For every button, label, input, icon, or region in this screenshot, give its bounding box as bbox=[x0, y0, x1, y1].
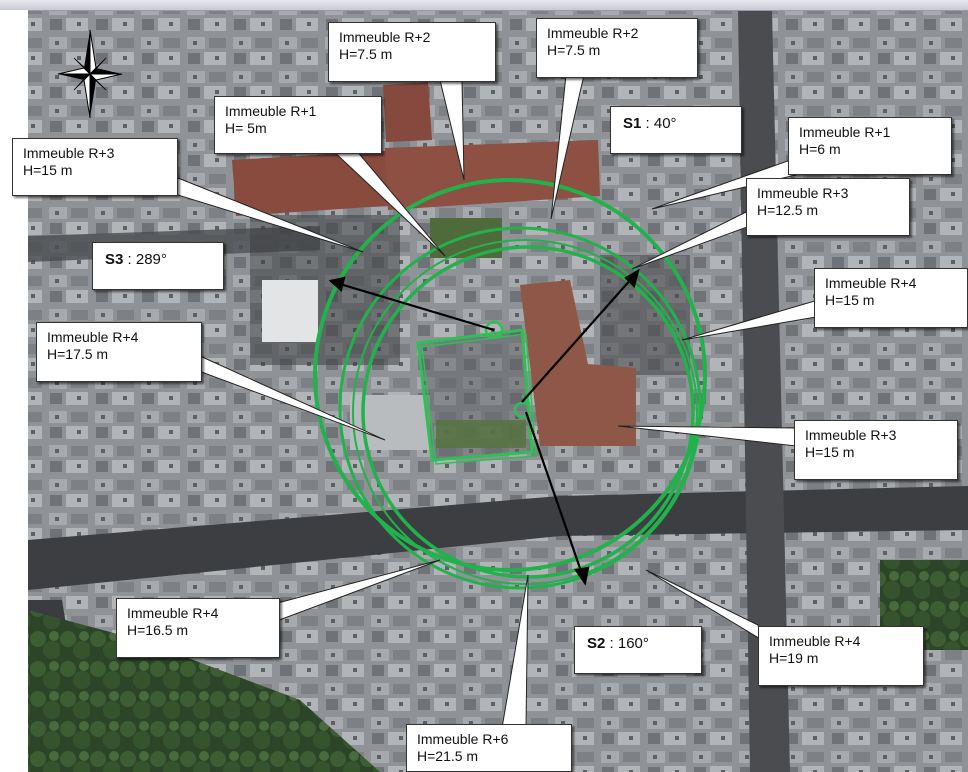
building-label-height: H=12.5 m bbox=[757, 202, 819, 218]
sector-label-s2: S2 : 160° bbox=[574, 626, 702, 674]
sector-label-s3: S3 : 289° bbox=[92, 242, 224, 290]
building-label-name: Immeuble R+1 bbox=[225, 103, 317, 119]
red-roof-north-small bbox=[383, 82, 432, 142]
building-label-r1-b: Immeuble R+1 H=6 m bbox=[788, 117, 952, 175]
site-parcel bbox=[416, 320, 537, 465]
compass-rose-icon bbox=[57, 29, 123, 119]
building-label-height: H=17.5 m bbox=[47, 346, 109, 362]
building-label-r2-b: Immeuble R+2 H=7.5 m bbox=[536, 18, 698, 78]
building-label-name: Immeuble R+1 bbox=[799, 124, 891, 140]
building-label-height: H=15 m bbox=[805, 444, 855, 460]
building-label-r4-c: Immeuble R+4 H=16.5 m bbox=[116, 598, 280, 658]
building-label-height: H=21.5 m bbox=[417, 748, 479, 764]
callout-pointers bbox=[167, 74, 823, 729]
page-left-margin bbox=[0, 10, 28, 772]
sector-azimuth: : 160° bbox=[609, 635, 649, 652]
building-label-r4-a: Immeuble R+4 H=15 m bbox=[814, 268, 968, 328]
building-label-r1-a: Immeuble R+1 H= 5m bbox=[214, 96, 382, 154]
building-label-height: H= 5m bbox=[225, 120, 267, 136]
sector-code: S2 bbox=[587, 635, 606, 652]
building-label-name: Immeuble R+2 bbox=[339, 29, 431, 45]
building-label-r4-d: Immeuble R+4 H=19 m bbox=[758, 626, 924, 686]
sector-code: S1 bbox=[623, 115, 642, 132]
building-label-r2-a: Immeuble R+2 H=7.5 m bbox=[328, 22, 496, 82]
building-label-name: Immeuble R+4 bbox=[825, 275, 917, 291]
building-label-height: H=7.5 m bbox=[339, 46, 393, 62]
building-label-r3-c: Immeuble R+3 H=15 m bbox=[794, 420, 958, 480]
white-roof bbox=[262, 280, 318, 342]
building-label-height: H=15 m bbox=[23, 162, 73, 178]
building-label-height: H=16.5 m bbox=[127, 622, 189, 638]
building-label-r6-a: Immeuble R+6 H=21.5 m bbox=[406, 724, 572, 772]
building-label-name: Immeuble R+3 bbox=[757, 185, 849, 201]
sector-arrows bbox=[328, 268, 640, 586]
building-label-name: Immeuble R+3 bbox=[23, 145, 115, 161]
building-label-height: H=19 m bbox=[769, 650, 819, 666]
sector-azimuth: : 289° bbox=[127, 251, 167, 268]
building-label-name: Immeuble R+4 bbox=[769, 633, 861, 649]
building-label-height: H=7.5 m bbox=[547, 42, 601, 58]
building-label-name: Immeuble R+2 bbox=[547, 25, 639, 41]
building-label-r3-b: Immeuble R+3 H=12.5 m bbox=[746, 178, 910, 236]
building-label-name: Immeuble R+4 bbox=[127, 605, 219, 621]
building-label-r4-b: Immeuble R+4 H=17.5 m bbox=[36, 322, 202, 382]
sector-code: S3 bbox=[105, 251, 124, 268]
red-roof-center bbox=[520, 280, 636, 446]
building-label-name: Immeuble R+6 bbox=[417, 731, 509, 747]
sector-label-s1: S1 : 40° bbox=[610, 106, 742, 154]
building-label-name: Immeuble R+3 bbox=[805, 427, 897, 443]
sector-azimuth: : 40° bbox=[645, 115, 677, 132]
window-top-border bbox=[0, 0, 968, 11]
street-south bbox=[28, 486, 968, 590]
building-label-height: H=6 m bbox=[799, 141, 841, 157]
building-label-name: Immeuble R+4 bbox=[47, 329, 139, 345]
building-label-height: H=15 m bbox=[825, 292, 875, 308]
building-label-r3-a: Immeuble R+3 H=15 m bbox=[12, 138, 178, 196]
